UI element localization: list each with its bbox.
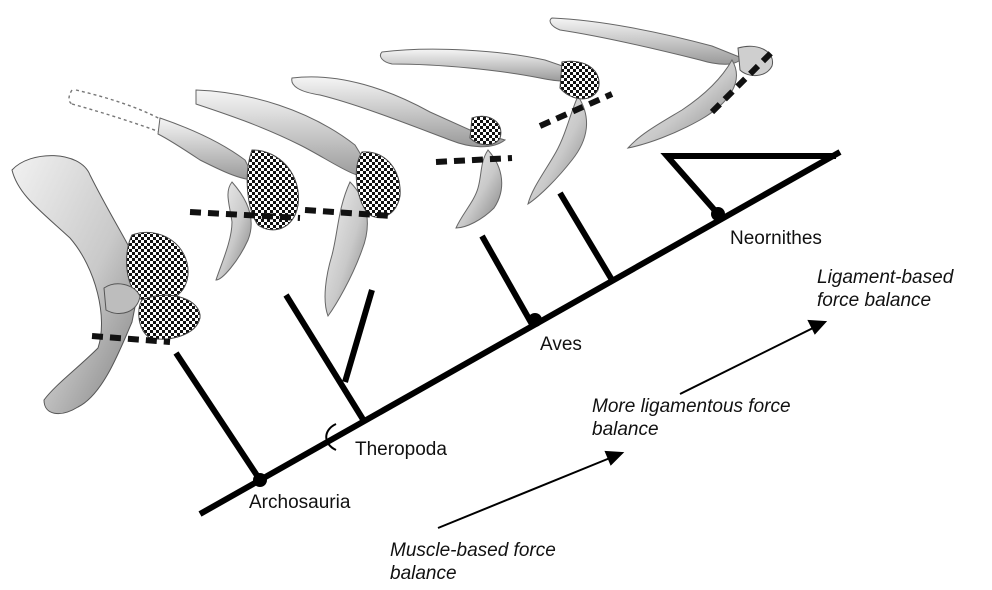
clade-label-archosauria: Archosauria <box>249 492 350 514</box>
gradient-label-muscle: Muscle-based force balance <box>390 539 580 585</box>
clade-label-neornithes: Neornithes <box>730 228 822 250</box>
branch-theropod-fork <box>345 290 372 382</box>
gradient-label-ligament: Ligament-based force balance <box>817 266 987 312</box>
branch-aves-2 <box>560 193 612 280</box>
node-neornithes <box>711 207 725 221</box>
arrow-upper <box>680 328 813 394</box>
node-archosauria <box>253 473 267 487</box>
clade-label-aves: Aves <box>540 334 582 356</box>
node-aves <box>528 313 542 327</box>
specimen-archosaur <box>12 156 200 414</box>
gradient-label-more-ligamentous: More ligamentous force balance <box>592 395 802 441</box>
clade-label-theropoda: Theropoda <box>355 439 447 461</box>
branch-archosaur <box>176 353 260 480</box>
arrow-upper-head <box>809 321 825 333</box>
arrow-lower-head <box>606 452 622 464</box>
branch-aves-1 <box>482 236 533 326</box>
arrow-lower <box>438 458 610 528</box>
